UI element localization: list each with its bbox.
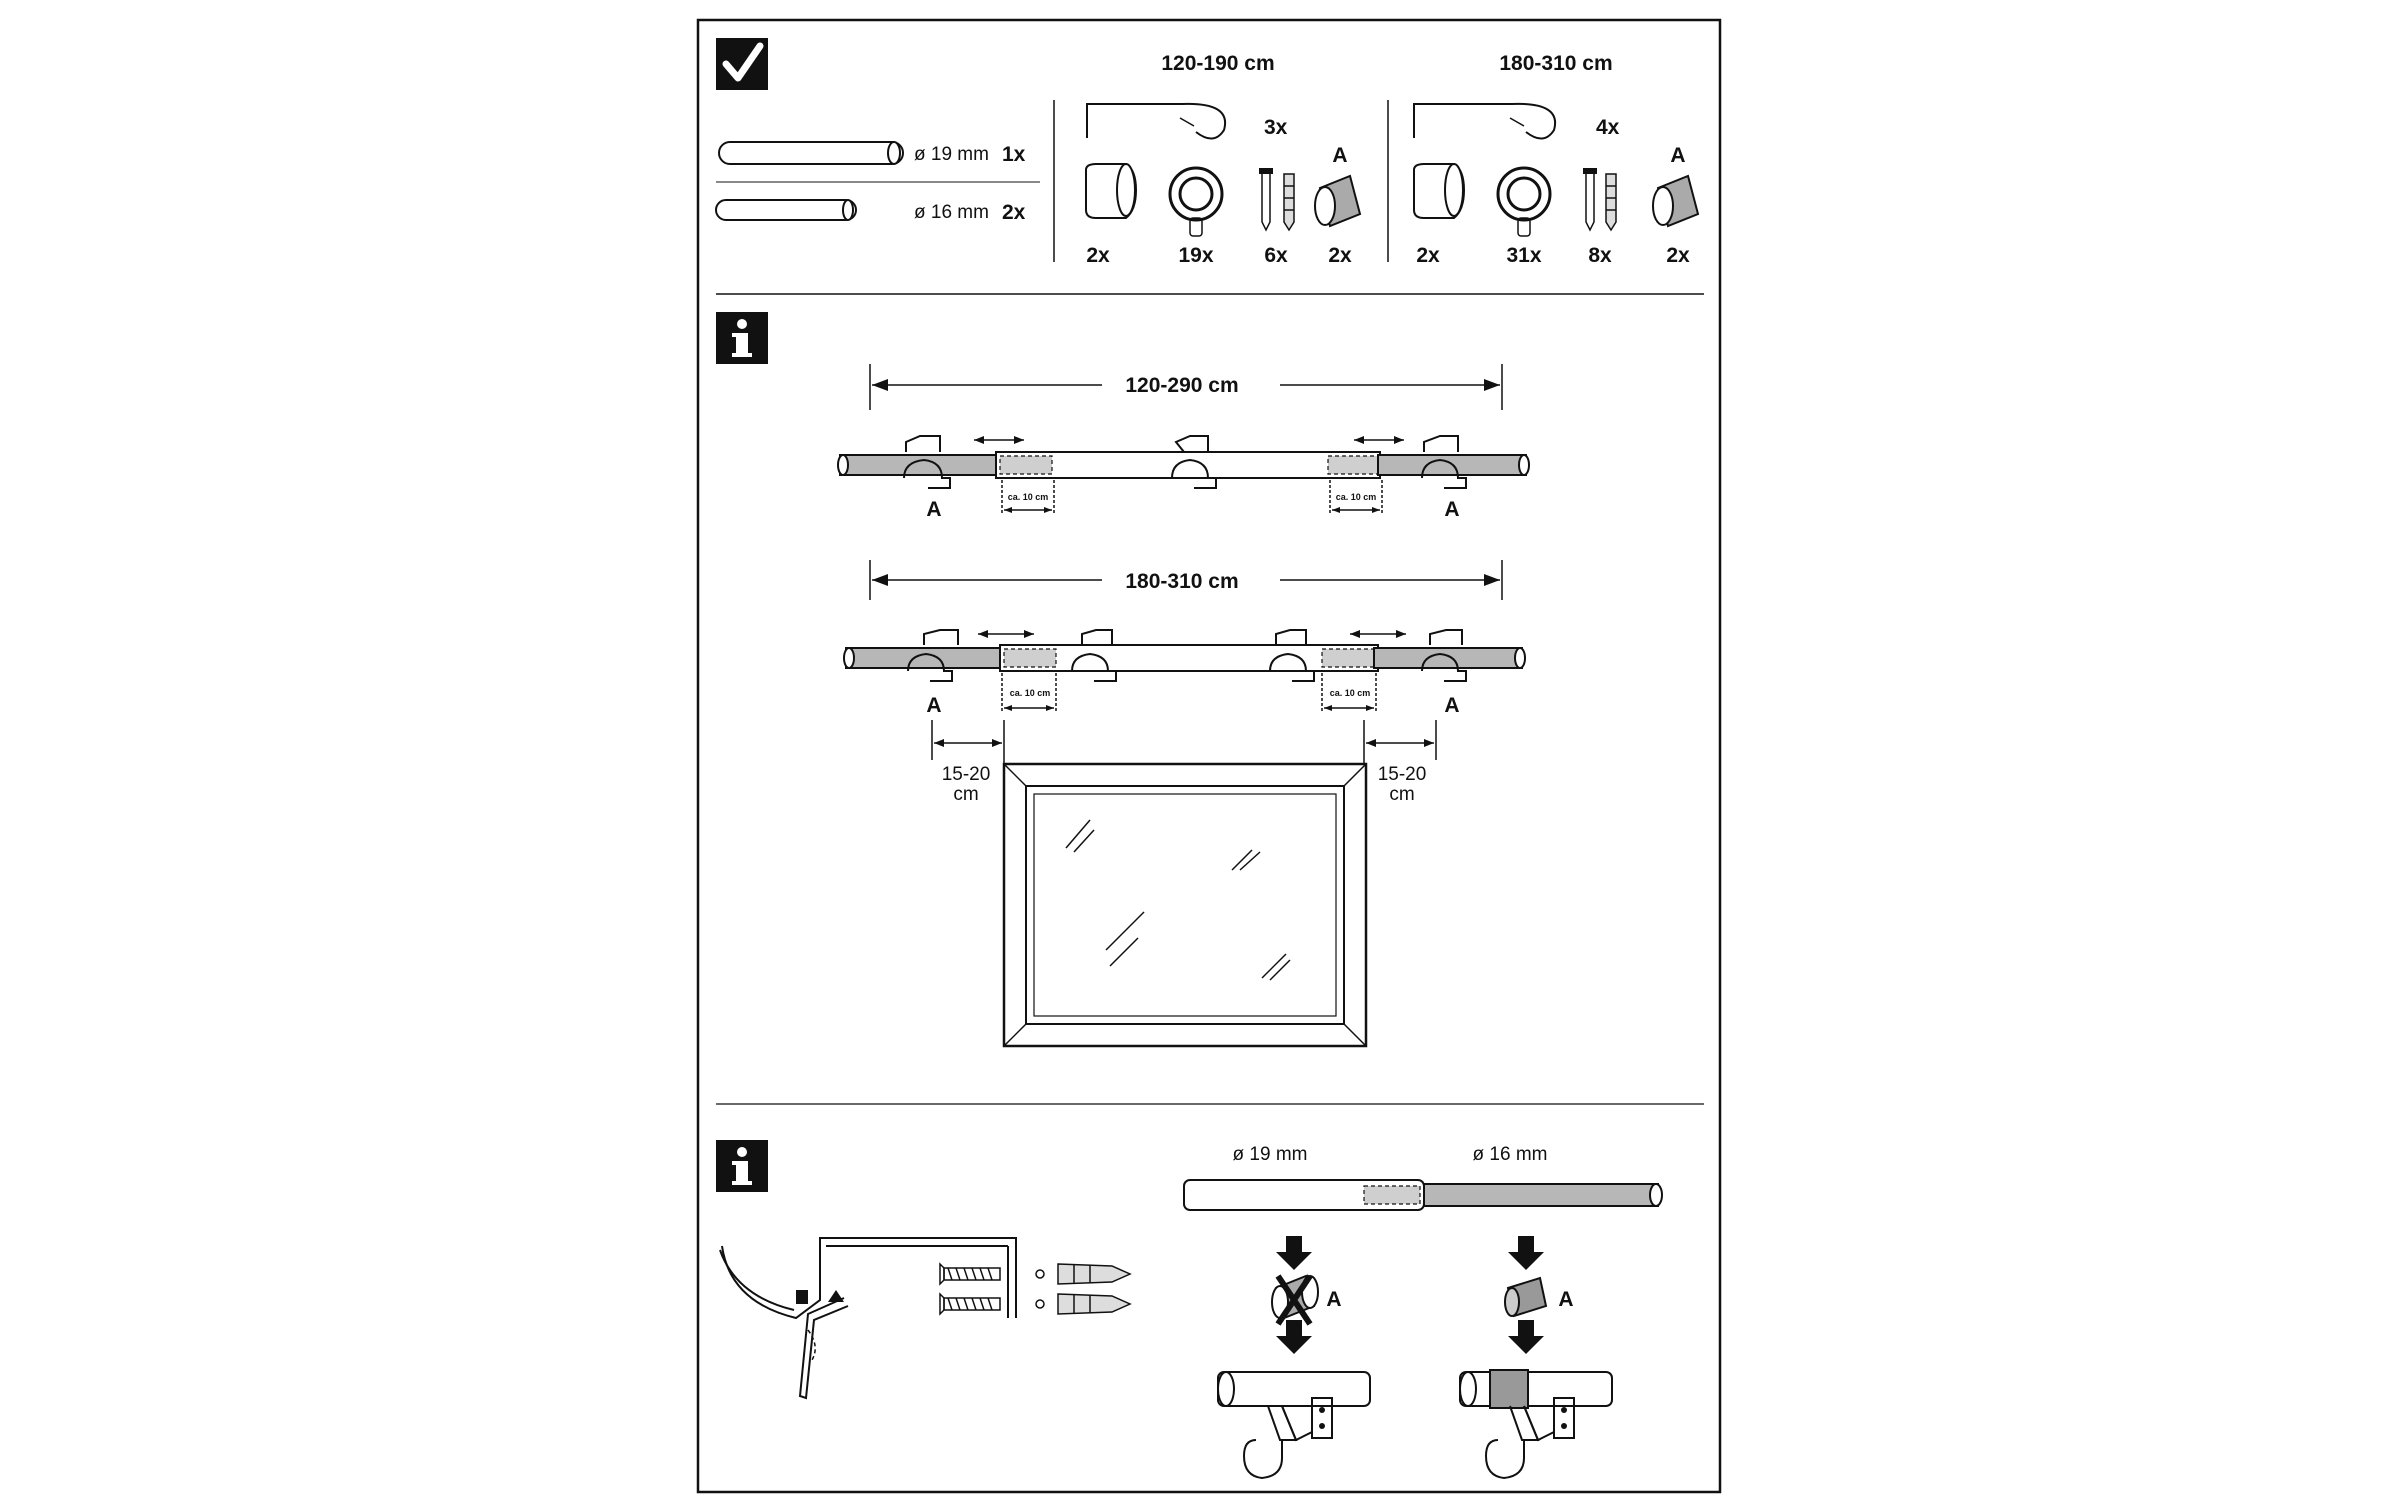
- end-cap-icon: [1413, 163, 1466, 219]
- connector-qty: 2x: [1666, 244, 1690, 267]
- info-panel-2: ø 19 mm ø 16 mm A: [716, 1140, 1663, 1480]
- rod-16mm-qty: 2x: [1002, 201, 1026, 224]
- connector-sleeve-icon: [1314, 174, 1362, 228]
- connector-label-right: A: [1444, 694, 1459, 717]
- margin-right-unit: cm: [1389, 784, 1414, 805]
- kit-180-310: 180-310 cm 4x 2x 31x: [1413, 52, 1700, 267]
- sheet-border: [696, 18, 1722, 1494]
- connector-label-left: A: [926, 694, 941, 717]
- connector-letter: A: [1332, 144, 1347, 167]
- rod-16mm-label: ø 16 mm: [914, 202, 989, 223]
- bracket-qty: 3x: [1264, 116, 1288, 139]
- connector-letter: A: [1670, 144, 1685, 167]
- right-connector-letter: A: [1558, 1288, 1573, 1311]
- connector-label-right: A: [1444, 498, 1459, 521]
- side-margin-right: 15-20 cm: [1363, 720, 1437, 805]
- ring-qty: 19x: [1178, 244, 1213, 267]
- info-panel-1: 120-290 cm ca. 10 cm: [716, 312, 1530, 1048]
- rod-dia-large-label: ø 19 mm: [1233, 1144, 1308, 1165]
- margin-left-unit: cm: [953, 784, 978, 805]
- info-icon: [716, 1140, 768, 1192]
- screw-icon: [939, 1292, 1001, 1316]
- rod-long-range: 180-310 cm: [1125, 570, 1238, 593]
- telescopic-rod-illustration: [1183, 1179, 1663, 1211]
- screw-and-plug-icon: [1259, 168, 1295, 232]
- correct-connector-placement: A: [1459, 1236, 1613, 1480]
- screw-qty: 8x: [1588, 244, 1612, 267]
- rod-assembly-long: 180-310 cm: [843, 560, 1526, 717]
- margin-left-value: 15-20: [942, 764, 991, 785]
- wrong-connector-placement: A: [1217, 1236, 1371, 1480]
- overlap-label-right: ca. 10 cm: [1336, 492, 1377, 502]
- bracket-mounting-illustration: [719, 1237, 1132, 1400]
- end-cap-qty: 2x: [1416, 244, 1440, 267]
- check-mark-icon: [716, 38, 768, 90]
- overlap-label-right: ca. 10 cm: [1330, 688, 1371, 698]
- connector-sleeve-icon: [1652, 174, 1700, 228]
- wrong-connector-letter: A: [1326, 1288, 1341, 1311]
- side-margin-left: 15-20 cm: [931, 720, 1005, 805]
- connector-qty: 2x: [1328, 244, 1352, 267]
- connector-label-left: A: [926, 498, 941, 521]
- rod-19mm-item: ø 19 mm 1x: [718, 141, 1026, 166]
- bracket-qty: 4x: [1596, 116, 1620, 139]
- wall-plug-icon: [1057, 1293, 1132, 1315]
- wall-plug-icon: [1057, 1263, 1132, 1285]
- screw-and-plug-icon: [1583, 168, 1617, 232]
- end-cap-icon: [1085, 163, 1138, 219]
- kit-range-label: 180-310 cm: [1499, 52, 1612, 75]
- rod-19mm-label: ø 19 mm: [914, 144, 989, 165]
- rod-assembly-short: 120-290 cm ca. 10 cm: [837, 364, 1530, 521]
- screw-qty: 6x: [1264, 244, 1288, 267]
- kit-range-label: 120-190 cm: [1161, 52, 1274, 75]
- rod-short-range: 120-290 cm: [1125, 374, 1238, 397]
- overlap-label-left: ca. 10 cm: [1010, 688, 1051, 698]
- rod-19mm-qty: 1x: [1002, 143, 1026, 166]
- overlap-label-left: ca. 10 cm: [1008, 492, 1049, 502]
- end-cap-qty: 2x: [1086, 244, 1110, 267]
- rod-dia-small-label: ø 16 mm: [1473, 1144, 1548, 1165]
- curtain-ring-icon: [1496, 166, 1552, 237]
- ring-qty: 31x: [1506, 244, 1541, 267]
- window-illustration: [1002, 762, 1368, 1048]
- info-icon: [716, 312, 768, 364]
- parts-panel: ø 19 mm 1x ø 16 mm 2x 120-190 cm 3x 2x: [715, 38, 1700, 267]
- curtain-ring-icon: [1168, 166, 1224, 237]
- bracket-icon: [1086, 102, 1227, 140]
- screw-icon: [939, 1262, 1001, 1286]
- rod-16mm-item: ø 16 mm 2x: [715, 199, 1026, 224]
- margin-right-value: 15-20: [1378, 764, 1427, 785]
- bracket-icon: [1413, 102, 1557, 140]
- kit-120-190: 120-190 cm 3x 2x 19x: [1085, 52, 1362, 267]
